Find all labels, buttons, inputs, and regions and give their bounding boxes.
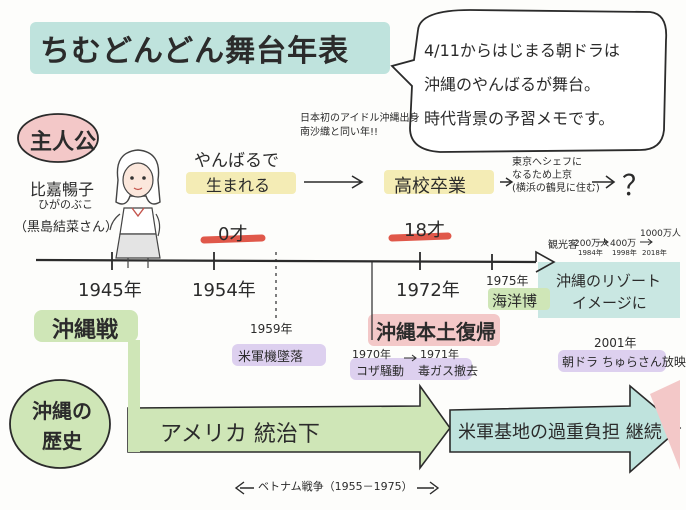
expo-highlight — [488, 288, 550, 310]
us-rule-label: アメリカ 統治下 — [160, 422, 320, 447]
arrow-right-icon — [592, 175, 616, 189]
idol-note-line: 日本初のアイドル沖縄出身 — [300, 113, 420, 124]
future-question: ？ — [622, 169, 651, 202]
event-gas: 毒ガス撤去 — [418, 364, 479, 378]
protagonist-badge — [17, 113, 99, 163]
bases-label: 米軍基地の過重負担 継続 — [458, 422, 662, 443]
tourism-v3: 1000万人 — [640, 229, 681, 239]
title-highlight — [30, 22, 390, 74]
arrow-right-icon — [500, 177, 514, 187]
history-label-line: 沖縄の — [32, 399, 92, 423]
event-koza: コザ騒動 — [356, 364, 405, 378]
intro-note: 4/11からはじまる朝ドラは 沖縄のやんばるが舞台。 時代背景の予習メモです。 — [424, 34, 620, 136]
age-0: 0才 — [218, 224, 248, 245]
tourism-y3: 2018年 — [642, 249, 667, 257]
arrow-right-icon — [304, 175, 364, 189]
age0-underline — [200, 234, 266, 244]
intro-note-line: 時代背景の予習メモです。 — [424, 109, 615, 128]
year-1945: 1945年 — [78, 280, 142, 301]
page-title: ちむどんどん舞台年表 — [40, 34, 350, 69]
tokyo-note: 東京へシェフに なるため上京 (横浜の鶴見に住む) — [512, 156, 600, 195]
idol-note: 日本初のアイドル沖縄出身 南沙織と同い年!! — [300, 112, 420, 140]
tokyo-note-line: 東京へシェフに — [512, 157, 582, 168]
drama-highlight — [558, 350, 666, 372]
arrow-right-icon — [404, 354, 417, 362]
history-label-line: 歴史 — [42, 429, 82, 453]
history-badge — [9, 379, 111, 469]
graduate-label: 高校卒業 — [394, 176, 466, 197]
tourism-v2: 400万 — [610, 239, 637, 249]
timeline-arrowhead — [535, 250, 556, 273]
born-line1: やんばるで — [194, 151, 279, 171]
year-2001: 2001年 — [594, 336, 637, 350]
tokyo-note-line: なるため上京 — [512, 170, 572, 181]
arrow-right-icon — [640, 238, 653, 246]
year-1954: 1954年 — [192, 280, 256, 301]
event-resort: 沖縄のリゾート イメージに — [556, 270, 661, 314]
year-1959: 1959年 — [250, 322, 293, 336]
year-1972: 1972年 — [396, 280, 460, 301]
event-crash: 米軍機墜落 — [238, 350, 304, 365]
age-18: 18才 — [404, 220, 445, 241]
intro-note-line: 沖縄のやんばるが舞台。 — [424, 75, 601, 94]
tourism-label: 観光客 — [548, 240, 578, 251]
year-1971: 1971年 — [420, 348, 459, 361]
event-resort-line: イメージに — [572, 294, 647, 312]
vietnam-label: ベトナム戦争（1955－1975） — [254, 478, 417, 494]
reversion-highlight — [368, 314, 500, 346]
year-1975: 1975年 — [486, 274, 529, 288]
protagonist-name: 比嘉暢子 — [30, 180, 95, 199]
protagonist-reading: ひがのぶこ — [38, 198, 93, 211]
event-drama: 朝ドラ ちゅらさん放映 — [562, 355, 686, 369]
us-rule-arrow — [127, 383, 451, 471]
event-expo: 海洋博 — [492, 292, 538, 310]
year-1970: 1970年 — [352, 348, 391, 361]
arrow-right-icon — [596, 238, 609, 246]
protagonist-label: 主人公 — [30, 130, 97, 155]
crash-highlight — [232, 344, 326, 366]
tourism-y2: 1998年 — [612, 249, 637, 257]
battle-highlight — [34, 310, 138, 342]
us-rule-stem — [128, 340, 140, 452]
koza-highlight — [350, 358, 472, 380]
event-reversion: 沖縄本土復帰 — [376, 320, 496, 344]
resort-highlight — [538, 262, 680, 318]
intro-note-line: 4/11からはじまる朝ドラは — [424, 41, 620, 60]
girl-illustration — [109, 149, 161, 268]
born-highlight — [186, 172, 296, 194]
event-resort-line: 沖縄のリゾート — [556, 272, 662, 290]
protagonist-actor: （黒島結菜さん） — [14, 220, 119, 235]
tourism-v1: 200万人 — [574, 239, 610, 249]
bases-arrow — [449, 384, 682, 474]
bases-arrow-tint — [650, 380, 680, 470]
timeline-axis — [35, 258, 537, 264]
tokyo-note-line: (横浜の鶴見に住む) — [512, 183, 600, 194]
history-label: 沖縄の 歴史 — [22, 396, 102, 456]
event-battle: 沖縄戦 — [52, 318, 119, 343]
graduate-highlight — [384, 170, 494, 194]
born-line2: 生まれる — [206, 176, 271, 195]
idol-note-line: 南沙織と同い年!! — [300, 127, 379, 138]
speech-bubble — [390, 9, 668, 153]
age18-underline — [388, 232, 452, 242]
tourism-y1: 1984年 — [578, 249, 603, 257]
